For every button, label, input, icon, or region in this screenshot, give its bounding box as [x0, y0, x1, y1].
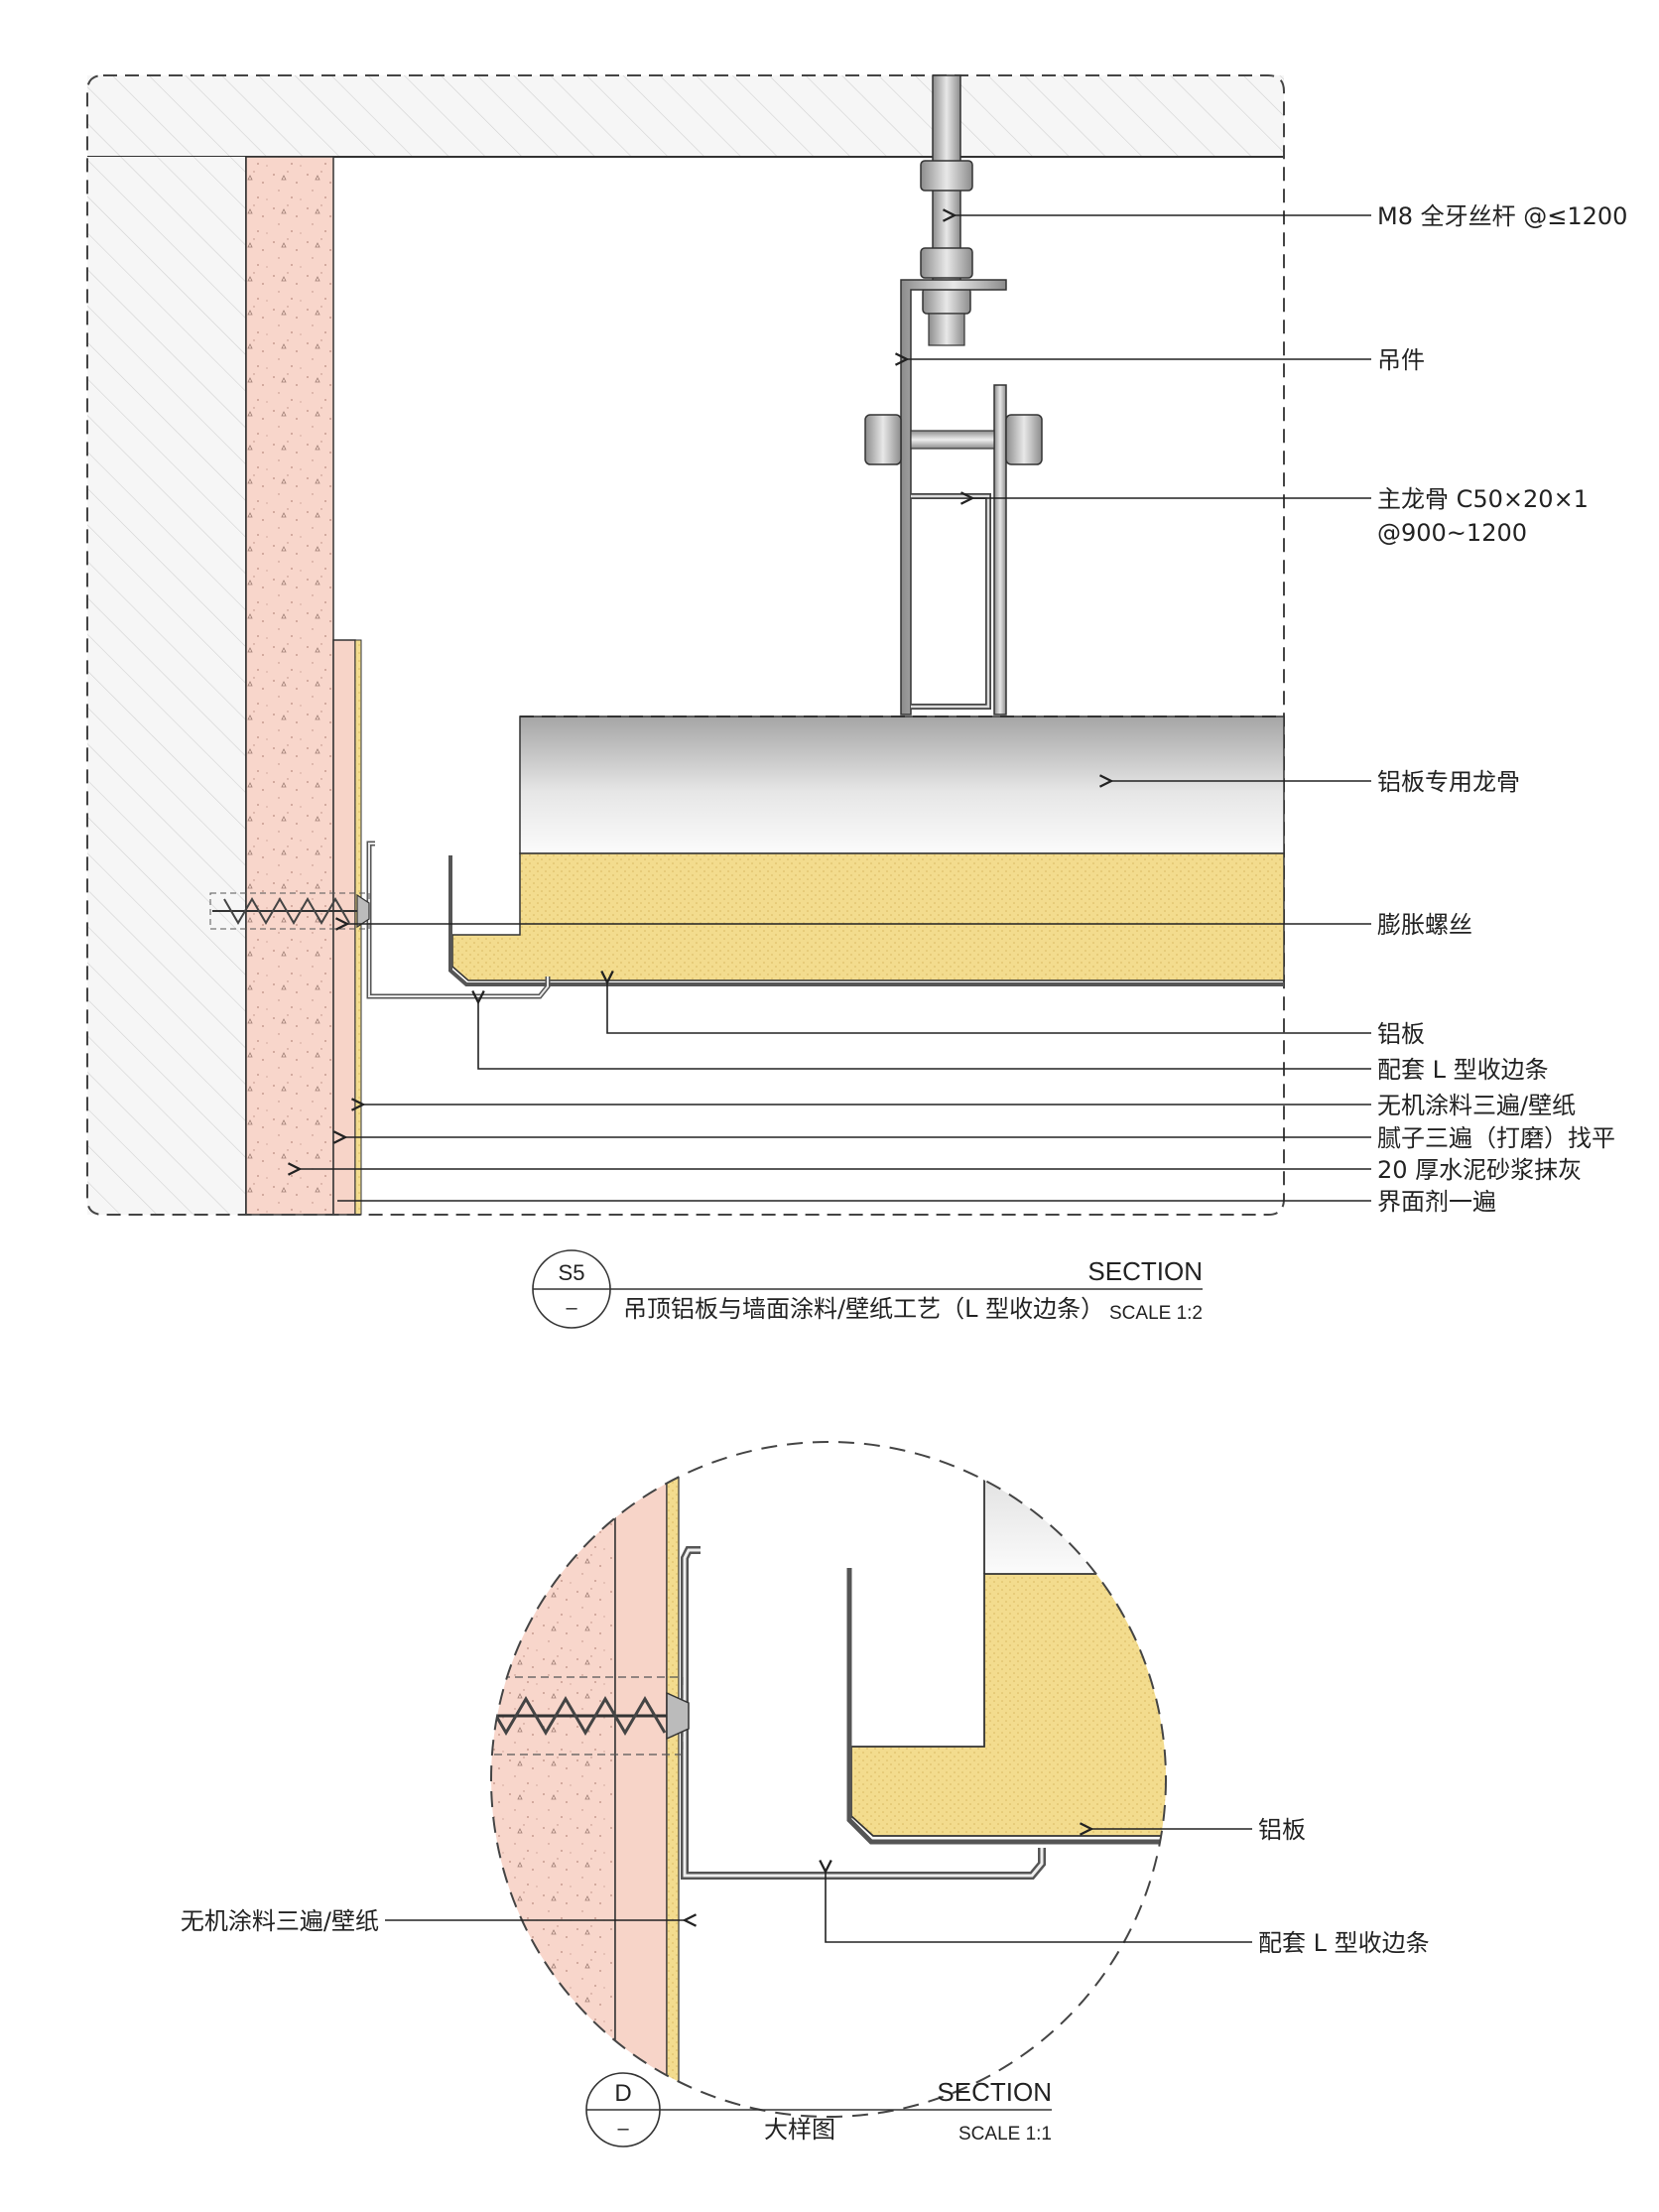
d-symbol-sub: – [617, 2118, 629, 2140]
label-finish: 无机涂料三遍/壁纸 [1377, 1092, 1576, 1119]
d-title-block: D – SECTION 大样图 SCALE 1:1 [585, 2072, 1052, 2147]
detail-screw [491, 1676, 690, 1756]
finish-layer [354, 639, 362, 1216]
detail-keel [984, 1442, 1166, 1574]
s5-scale: SCALE 1:2 [1109, 1303, 1203, 1324]
main-keel [911, 493, 991, 710]
label-putty: 腻子三遍（打磨）找平 [1377, 1124, 1615, 1152]
detail-putty [614, 1442, 668, 2117]
label-anchor: 膨胀螺丝 [1377, 911, 1472, 939]
label-primer: 界面剂一遍 [1377, 1188, 1496, 1216]
s5-heading: SECTION [1087, 1256, 1203, 1286]
s5-leaders [300, 215, 1371, 1202]
label-rod: M8 全牙丝杆 @≤1200 [1377, 202, 1627, 230]
d-symbol: D [614, 2080, 631, 2107]
concrete-wall [87, 157, 246, 1215]
aluminum-panel [451, 852, 1285, 981]
panel-keel [519, 716, 1285, 854]
detail-finish [666, 1442, 680, 2117]
detail-label-trim: 配套 L 型收边条 [1258, 1929, 1430, 1957]
label-main-keel-1: 主龙骨 C50×20×1 [1377, 485, 1589, 513]
concrete-slab [87, 75, 1284, 157]
s5-symbol: S5 [559, 1260, 585, 1285]
d-subtitle: 大样图 [764, 2116, 835, 2144]
threaded-rod [920, 74, 973, 346]
mortar-layer [245, 156, 334, 1216]
label-main-keel-2: @900~1200 [1377, 519, 1527, 547]
hanger [864, 279, 1043, 716]
s5-symbol-sub: – [566, 1297, 577, 1319]
s5-title-block: S5 – SECTION 吊顶铝板与墙面涂料/壁纸工艺（L 型收边条） SCAL… [532, 1249, 1203, 1329]
section-d: 铝板 配套 L 型收边条 无机涂料三遍/壁纸 D – SECTION 大样图 S… [181, 1441, 1430, 2147]
putty-layer [332, 639, 356, 1216]
label-hanger: 吊件 [1377, 346, 1425, 374]
label-panel-keel: 铝板专用龙骨 [1377, 768, 1520, 796]
detail-panel [850, 1573, 1166, 1837]
detail-label-finish: 无机涂料三遍/壁纸 [181, 1907, 379, 1935]
label-panel: 铝板 [1377, 1020, 1425, 1048]
label-trim: 配套 L 型收边条 [1377, 1056, 1549, 1084]
detail-label-panel: 铝板 [1258, 1816, 1306, 1844]
detail-boundary [490, 1441, 1167, 2118]
s5-subtitle: 吊顶铝板与墙面涂料/壁纸工艺（L 型收边条） [623, 1295, 1104, 1323]
label-mortar: 20 厚水泥砂浆抹灰 [1377, 1156, 1582, 1184]
d-leaders [385, 1829, 1252, 1943]
detail-mortar [491, 1442, 615, 2117]
section-s5: M8 全牙丝杆 @≤1200 吊件 主龙骨 C50×20×1 @900~1200… [86, 74, 1627, 1329]
anchor-screw [209, 892, 370, 930]
d-scale: SCALE 1:1 [958, 2124, 1052, 2145]
d-heading: SECTION [937, 2077, 1052, 2107]
